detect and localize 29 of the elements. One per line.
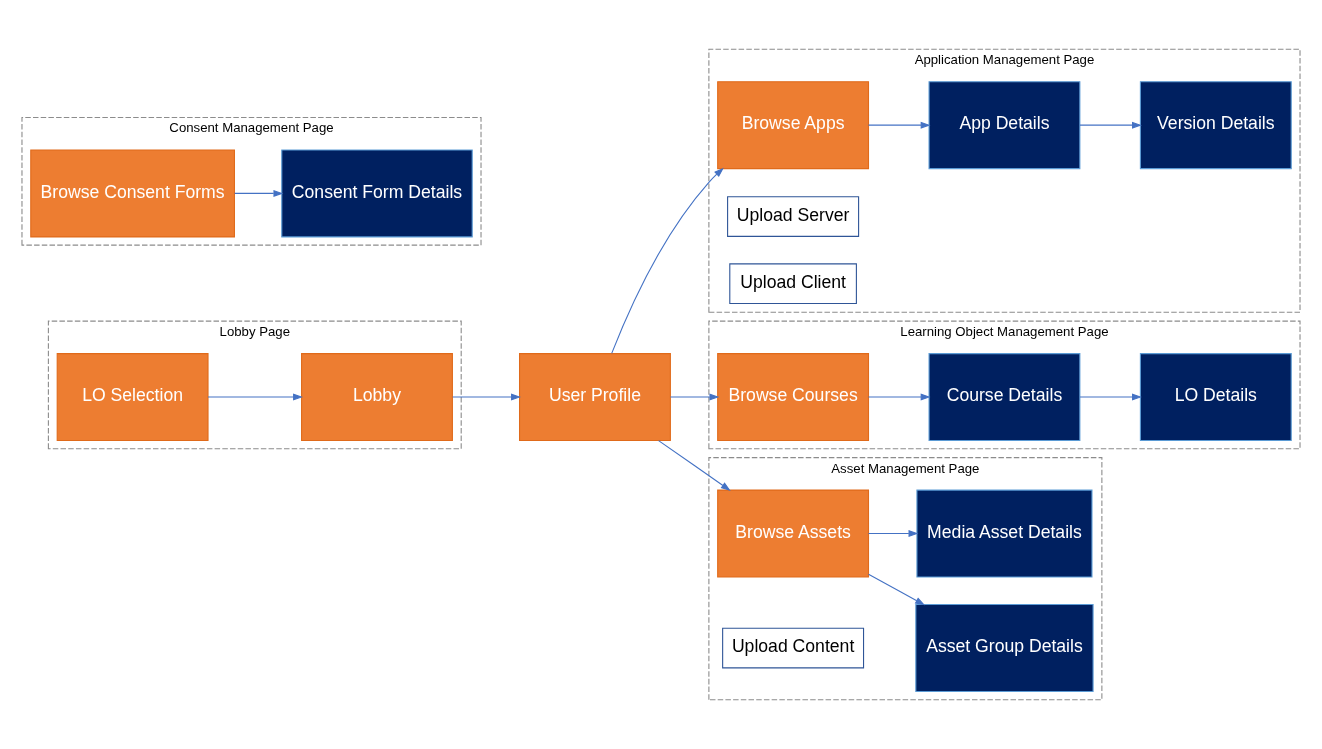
arrow — [868, 530, 919, 538]
node-box: Browse Assets — [717, 489, 870, 578]
arrow — [611, 167, 724, 354]
node-box: Upload Client — [729, 263, 857, 305]
node-box: App Details — [928, 81, 1081, 170]
arrow — [868, 121, 931, 129]
node-box: Version Details — [1139, 81, 1292, 170]
node-box: Upload Server — [727, 196, 860, 237]
node-box: Browse Apps — [717, 81, 870, 170]
node-box: Upload Content — [722, 627, 865, 669]
arrow — [658, 440, 731, 491]
arrow — [868, 573, 926, 606]
arrow — [669, 393, 720, 401]
arrow — [452, 393, 521, 401]
arrow — [207, 393, 303, 401]
node-box: Browse Courses — [717, 353, 870, 442]
node-box: Browse Consent Forms — [30, 149, 235, 238]
node-box: LO Selection — [56, 353, 209, 442]
node-box: Course Details — [928, 353, 1081, 442]
arrow — [1079, 393, 1142, 401]
arrow — [234, 189, 284, 197]
node-box: Consent Form Details — [281, 149, 473, 238]
node-box: LO Details — [1139, 353, 1292, 442]
node-box: Media Asset Details — [916, 489, 1093, 578]
node-box: Lobby — [301, 353, 453, 442]
arrow — [1079, 121, 1142, 129]
node-box: User Profile — [519, 353, 671, 442]
node-box: Asset Group Details — [915, 604, 1094, 693]
arrow — [868, 393, 931, 401]
